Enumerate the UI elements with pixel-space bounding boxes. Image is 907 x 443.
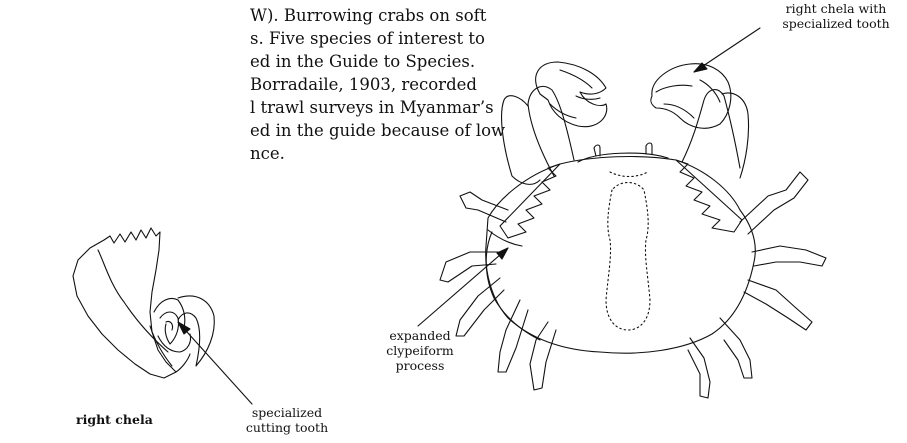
label-right-chela: right chela <box>76 412 153 427</box>
arrow-line <box>418 248 508 326</box>
label-specialized-cutting-tooth: specialized cutting tooth <box>237 405 337 435</box>
arrowhead <box>178 322 190 334</box>
label-line: expanded <box>380 328 460 343</box>
label-line: clypeiform <box>380 343 460 358</box>
label-expanded-clypeiform-process: expanded clypeiform process <box>380 328 460 373</box>
label-line: cutting tooth <box>237 420 337 435</box>
arrow-line <box>178 322 252 404</box>
label-right-chela-with-tooth: right chela with specialized tooth <box>766 1 906 31</box>
label-line: specialized tooth <box>766 16 906 31</box>
label-line: specialized <box>237 405 337 420</box>
crab-drawing <box>440 62 826 398</box>
arrowhead <box>497 248 508 259</box>
label-line: process <box>380 358 460 373</box>
chela-drawing <box>73 228 214 378</box>
label-line: right chela with <box>766 1 906 16</box>
